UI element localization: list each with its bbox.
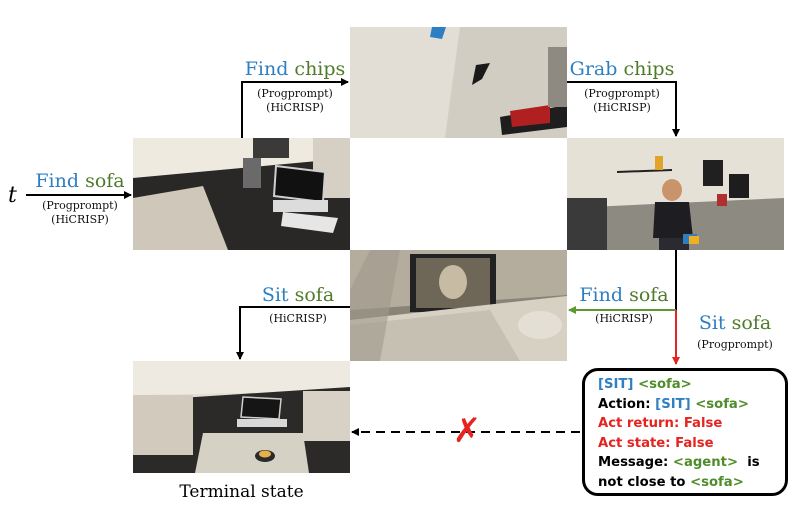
time-label: t bbox=[8, 183, 17, 208]
action-tag: [SIT] bbox=[655, 396, 691, 412]
step-grab-chips-methods: (Progprompt) (HiCRISP) bbox=[567, 87, 677, 115]
verb: Find bbox=[244, 58, 289, 80]
message-text: is bbox=[747, 455, 760, 471]
fail-x-icon: ✗ bbox=[452, 411, 482, 451]
method-label: (Progprompt) bbox=[42, 199, 118, 212]
verb: Sit bbox=[261, 284, 289, 306]
execution-feedback-box: [SIT] <sofa> Action: [SIT] <sofa> Act re… bbox=[582, 368, 788, 496]
object-tag: <sofa> bbox=[695, 396, 749, 412]
step-find-sofa: Find sofa bbox=[32, 170, 128, 192]
feedback-action: Action: [SIT] <sofa> bbox=[598, 395, 785, 415]
feedback-message: Message: <agent> is bbox=[598, 453, 785, 473]
object: sofa bbox=[294, 284, 335, 306]
action-prefix: Action: bbox=[598, 396, 651, 412]
terminal-state-label: Terminal state bbox=[179, 482, 304, 502]
step-find-sofa-hicrisp-method: (HiCRISP) bbox=[595, 312, 653, 325]
step-sit-sofa-progprompt-method: (Progprompt) bbox=[697, 338, 773, 351]
message-text: not close to bbox=[598, 474, 686, 490]
object-tag: <sofa> bbox=[638, 377, 692, 392]
scene-sofa-painting bbox=[350, 250, 567, 361]
step-find-sofa-hicrisp: Find sofa bbox=[574, 284, 674, 306]
method-label: (HiCRISP) bbox=[51, 213, 109, 226]
feedback-message-cont: not close to <sofa> bbox=[598, 473, 785, 493]
step-sit-sofa-hicrisp: Sit sofa bbox=[248, 284, 348, 306]
step-find-chips: Find chips bbox=[240, 58, 350, 80]
scene-living-room-tv bbox=[133, 138, 350, 250]
method-label: (HiCRISP) bbox=[593, 101, 651, 114]
scene-wall-corner bbox=[350, 27, 567, 138]
verb: Find bbox=[35, 170, 80, 192]
scene-terminal-state bbox=[133, 361, 350, 473]
object: chips bbox=[623, 58, 675, 80]
feedback-act-return: Act return: False bbox=[598, 416, 723, 432]
message-prefix: Message: bbox=[598, 455, 669, 471]
action-tag: [SIT] bbox=[598, 377, 634, 392]
step-sit-sofa-hicrisp-method: (HiCRISP) bbox=[269, 312, 327, 325]
method-label: (Progprompt) bbox=[584, 87, 660, 100]
method-label: (HiCRISP) bbox=[266, 101, 324, 114]
object: sofa bbox=[629, 284, 669, 306]
feedback-command: [SIT] <sofa> bbox=[598, 375, 785, 395]
verb: Find bbox=[579, 284, 624, 306]
step-find-sofa-methods: (Progprompt) (HiCRISP) bbox=[32, 199, 128, 227]
step-grab-chips: Grab chips bbox=[567, 58, 677, 80]
verb: Sit bbox=[698, 312, 726, 334]
object: sofa bbox=[731, 312, 772, 334]
verb: Grab bbox=[569, 58, 618, 80]
method-label: (Progprompt) bbox=[257, 87, 333, 100]
step-sit-sofa-progprompt: Sit sofa bbox=[682, 312, 788, 334]
feedback-act-state: Act state: False bbox=[598, 435, 714, 451]
object: sofa bbox=[85, 170, 125, 192]
object-tag: <sofa> bbox=[690, 474, 744, 490]
agent-tag: <agent> bbox=[672, 455, 738, 471]
scene-agent-grab-chips bbox=[567, 138, 784, 250]
step-find-chips-methods: (Progprompt) (HiCRISP) bbox=[240, 87, 350, 115]
object: chips bbox=[294, 58, 346, 80]
